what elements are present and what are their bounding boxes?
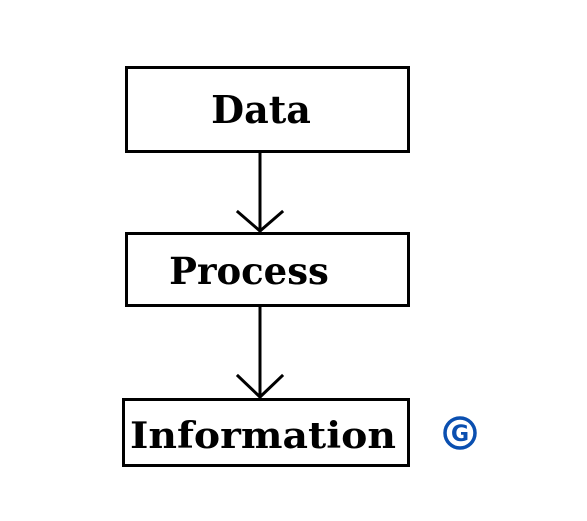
- arrow-head-icon: [235, 373, 285, 400]
- node-process: Process: [125, 232, 410, 307]
- arrow-data-to-process: [235, 151, 285, 233]
- node-data-label: Data: [211, 87, 311, 132]
- node-information-box: [122, 398, 410, 467]
- node-information-label: Information: [130, 415, 396, 457]
- node-information: Information: [122, 398, 410, 467]
- logo-ring: [443, 416, 477, 450]
- logo-letter: G: [451, 422, 469, 447]
- node-process-box: [125, 232, 410, 307]
- node-process-label: Process: [169, 249, 329, 293]
- arrow-head-icon: [235, 209, 285, 233]
- node-data-box: [125, 66, 410, 153]
- logo-g-icon: G: [443, 416, 477, 450]
- node-data: Data: [125, 66, 410, 153]
- arrow-process-to-information: [235, 305, 285, 400]
